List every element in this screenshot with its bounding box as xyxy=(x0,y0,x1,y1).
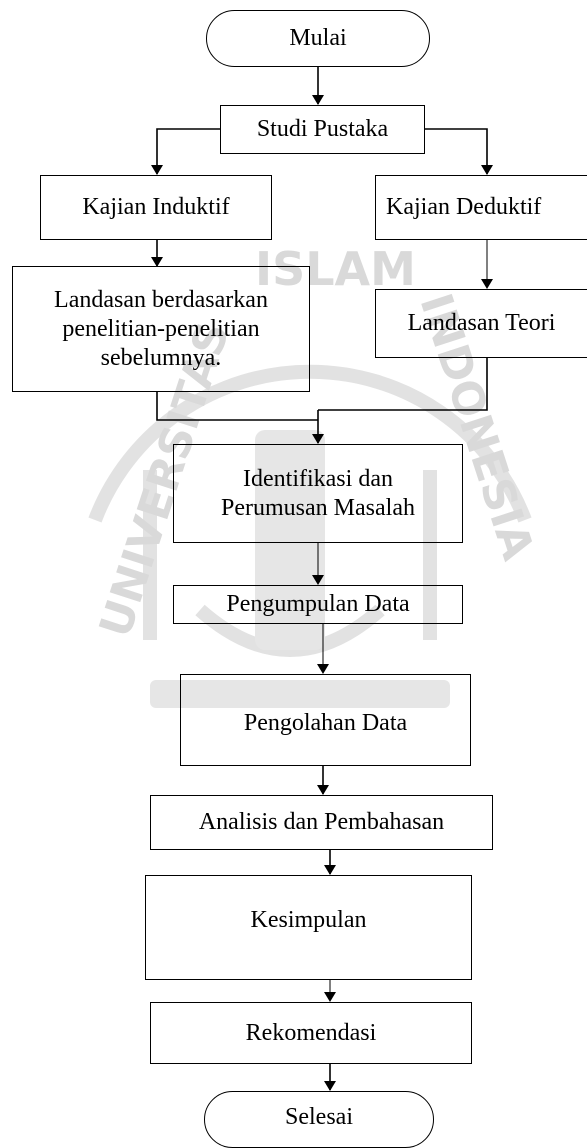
kajian-deduktif-box: Kajian Deduktif xyxy=(375,175,587,240)
studi-pustaka-box: Studi Pustaka xyxy=(220,105,425,154)
identifikasi-box: Identifikasi dan Perumusan Masalah xyxy=(173,444,463,543)
pengolahan-data-label: Pengolahan Data xyxy=(243,710,408,736)
studi-pustaka-label: Studi Pustaka xyxy=(256,116,389,142)
arrow-studi-to-induktif xyxy=(151,128,220,175)
analisis-box: Analisis dan Pembahasan xyxy=(150,795,493,850)
pengumpulan-data-box: Pengumpulan Data xyxy=(173,585,463,624)
landasan-penelitian-label: Landasan berdasarkan penelitian-peneliti… xyxy=(54,286,268,371)
landasan-teori-box: Landasan Teori xyxy=(375,289,587,358)
arrow-studi-to-deduktif xyxy=(425,128,493,175)
kajian-induktif-label: Kajian Induktif xyxy=(82,194,230,220)
kesimpulan-box: Kesimpulan xyxy=(145,875,472,980)
analisis-label: Analisis dan Pembahasan xyxy=(198,809,445,835)
end-label: Selesai xyxy=(285,1104,353,1130)
pengumpulan-data-label: Pengumpulan Data xyxy=(226,591,410,617)
rekomendasi-label: Rekomendasi xyxy=(245,1019,377,1046)
kajian-deduktif-label: Kajian Deduktif xyxy=(386,194,542,220)
rekomendasi-box: Rekomendasi xyxy=(150,1002,472,1064)
kajian-induktif-box: Kajian Induktif xyxy=(40,175,272,240)
line-teori-merge xyxy=(318,358,488,411)
line-landasan-merge xyxy=(156,392,318,421)
end-terminal: Selesai xyxy=(204,1091,434,1148)
start-label: Mulai xyxy=(289,25,347,51)
kesimpulan-label: Kesimpulan xyxy=(250,907,367,933)
landasan-penelitian-box: Landasan berdasarkan penelitian-peneliti… xyxy=(12,266,310,392)
start-terminal: Mulai xyxy=(206,10,430,67)
pengolahan-data-box: Pengolahan Data xyxy=(180,674,471,766)
identifikasi-label: Identifikasi dan Perumusan Masalah xyxy=(221,465,415,521)
landasan-teori-label: Landasan Teori xyxy=(407,310,556,336)
